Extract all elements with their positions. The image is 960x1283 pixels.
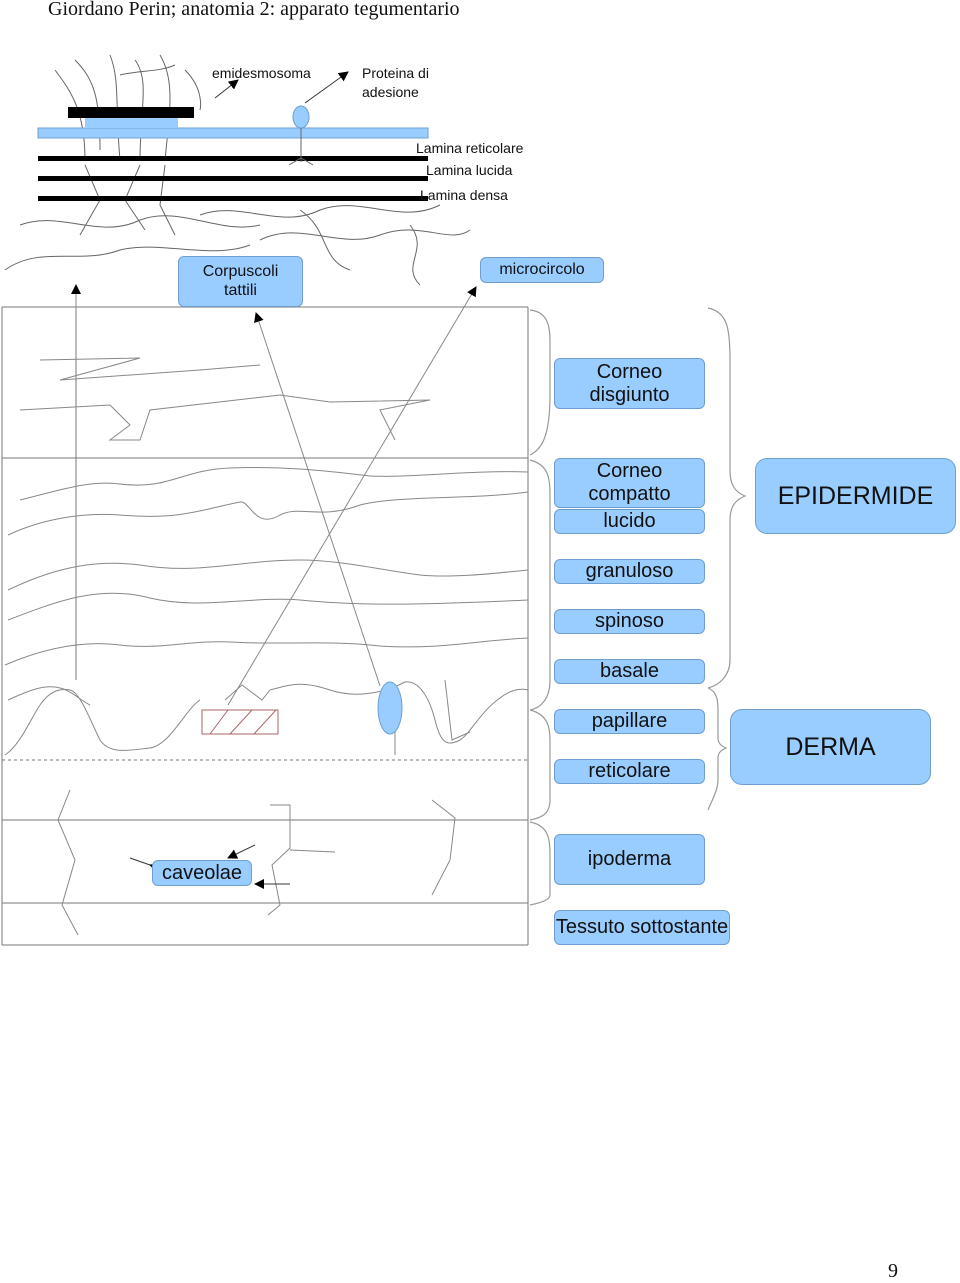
- lucido-box: lucido: [554, 509, 705, 534]
- microcircolo-arrow: [227, 286, 477, 706]
- ipoderma-box: ipoderma: [554, 834, 705, 885]
- page-number: 9: [888, 1260, 898, 1282]
- basale-label: basale: [600, 660, 659, 682]
- corneo-disgiunto-line2: disgiunto: [589, 383, 670, 406]
- granuloso-label: granuloso: [585, 560, 674, 582]
- corpuscoli-arrow: [254, 312, 381, 687]
- corneo-compatto-line1: Corneo: [596, 460, 663, 482]
- corpuscoli-line1: Corpuscoli: [202, 263, 279, 281]
- cell-membrane: [37, 127, 429, 139]
- hemidesmosome-plate: [68, 107, 194, 118]
- lamina-densa-label: Lamina densa: [420, 187, 508, 203]
- reticolare-label: reticolare: [588, 760, 671, 782]
- derma-box: DERMA: [730, 709, 931, 785]
- layer-braces: [529, 307, 747, 906]
- proteina-label-line2: adesione: [362, 84, 419, 100]
- basale-box: basale: [554, 659, 705, 684]
- lucido-label: lucido: [603, 510, 656, 532]
- tissue-frame: [1, 300, 529, 946]
- tessuto-sottostante-box: Tessuto sottostante: [554, 910, 730, 945]
- papillare-label: papillare: [591, 710, 668, 732]
- corneo-compatto-line2: compatto: [588, 483, 671, 505]
- granuloso-box: granuloso: [554, 559, 705, 584]
- lamina-line-3: [38, 196, 428, 201]
- microcircolo-box: microcircolo: [480, 257, 604, 283]
- spinoso-box: spinoso: [554, 609, 705, 634]
- lamina-line-1: [38, 156, 428, 161]
- corneo-disgiunto-box: Corneo disgiunto: [554, 358, 705, 409]
- vessel-branch: [224, 684, 271, 701]
- hemidesmosome-inner: [85, 118, 178, 128]
- epidermide-label: EPIDERMIDE: [777, 481, 934, 510]
- corpuscoli-tattili-box: Corpuscoli tattili: [178, 256, 303, 307]
- ipoderma-label: ipoderma: [587, 848, 672, 870]
- corneo-compatto-box: Corneo compatto: [554, 458, 705, 508]
- lamina-lucida-label: Lamina lucida: [426, 162, 513, 178]
- corpuscoli-line2: tattili: [224, 281, 257, 299]
- capillary-loop-icon: [201, 709, 279, 735]
- page-header: Giordano Perin; anatomia 2: apparato teg…: [48, 0, 460, 20]
- tactile-corpuscle-icon: [377, 681, 403, 735]
- microcircolo-label: microcircolo: [499, 260, 585, 278]
- reticolare-box: reticolare: [554, 759, 705, 784]
- corneo-disgiunto-line1: Corneo: [596, 360, 663, 383]
- proteina-label-line1: Proteina di: [362, 65, 429, 81]
- lamina-line-2: [38, 176, 428, 181]
- caveolae-label: caveolae: [161, 861, 243, 884]
- caveolae-box: caveolae: [152, 860, 252, 886]
- caveolae-arrow-a: [227, 844, 256, 859]
- emidesmosoma-arrow: [214, 79, 239, 99]
- adhesion-protein-icon: [288, 105, 314, 166]
- lamina-reticolare-label: Lamina reticolare: [416, 140, 524, 156]
- papillare-box: papillare: [554, 709, 705, 734]
- epidermide-box: EPIDERMIDE: [755, 458, 956, 534]
- derma-label: DERMA: [785, 732, 876, 761]
- tessuto-sottostante-label: Tessuto sottostante: [555, 916, 729, 938]
- spinoso-label: spinoso: [595, 610, 664, 632]
- proteina-arrow: [304, 71, 349, 104]
- epidermal-layers: [4, 357, 529, 756]
- caveolae-arrow-b: [129, 857, 161, 873]
- hypodermis-shapes: [57, 789, 456, 936]
- emidesmosoma-label: emidesmosoma: [212, 65, 311, 81]
